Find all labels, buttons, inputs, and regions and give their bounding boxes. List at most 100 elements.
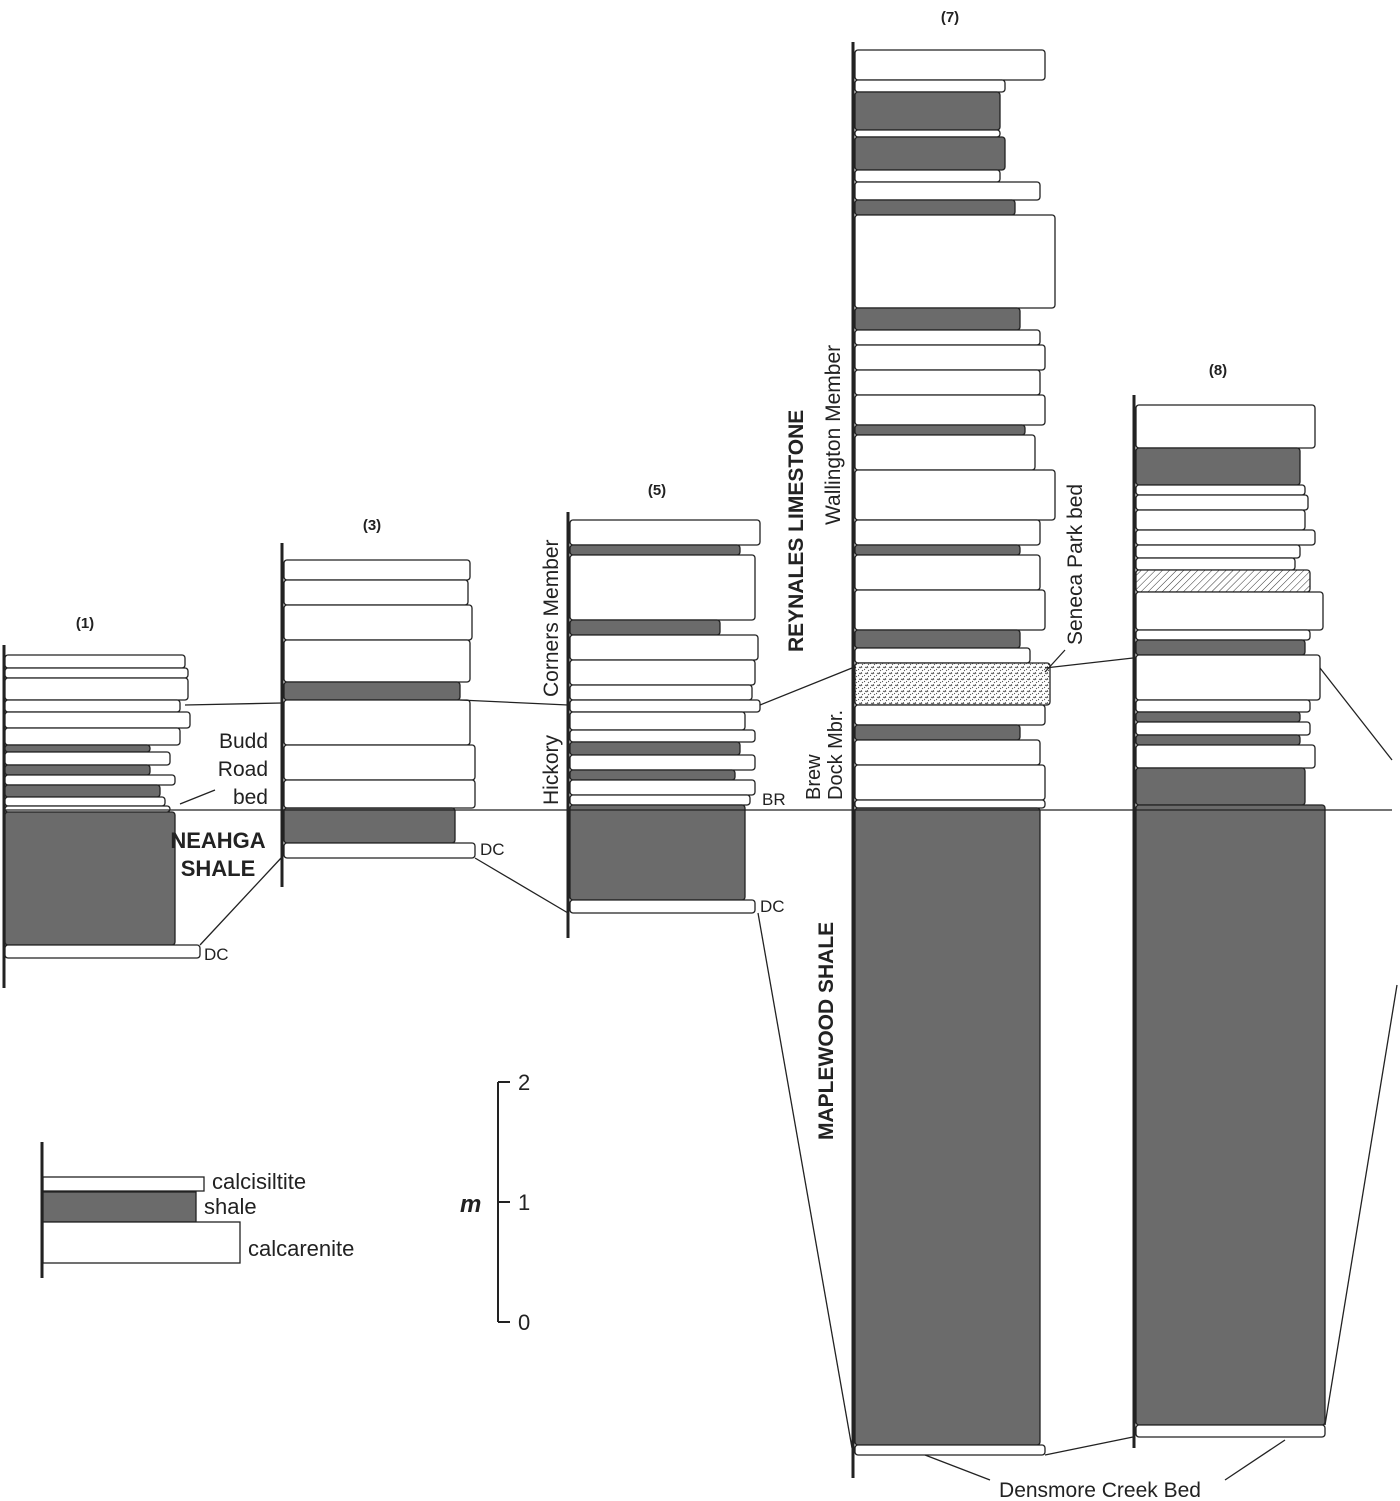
bed-calcarenite [1135, 744, 1316, 769]
legend-calcisiltite-swatch [42, 1176, 205, 1192]
bed-calcarenite [854, 799, 1046, 809]
br-label: BR [762, 790, 786, 809]
bed-shale [569, 619, 721, 636]
bed-calcarenite [4, 654, 186, 669]
arrow-line [179, 789, 216, 805]
arrow-line [1224, 1439, 1286, 1481]
bed-shale [283, 807, 456, 844]
bed-shale [4, 744, 151, 753]
scale-tick-2: 2 [518, 1070, 530, 1095]
bed-seneca-park [854, 662, 1051, 706]
column-1-label: (1) [76, 615, 94, 632]
legend-calcisiltite-label: calcisiltite [212, 1169, 306, 1194]
dc-label: DC [204, 945, 229, 964]
bed-calcarenite [569, 554, 756, 621]
brewer-dock-label: Dock Mbr. [825, 710, 847, 800]
bed-calcarenite [4, 774, 176, 786]
bed-calcarenite [854, 1444, 1046, 1456]
bed-calcarenite [4, 751, 171, 766]
bed-shale [854, 424, 1026, 436]
scale-tick-0: 0 [518, 1310, 530, 1335]
bed-shale [4, 764, 151, 776]
budd-road-label: bed [233, 786, 268, 809]
bed-calcarenite [283, 779, 476, 809]
bed-shale [854, 91, 1001, 131]
arrow-line [924, 1454, 991, 1481]
dc-line [757, 912, 853, 1449]
bed-calcarenite [569, 684, 753, 701]
bed-calcarenite [569, 754, 756, 771]
column-8-label: (8) [1209, 362, 1227, 379]
bed-calcarenite [1135, 591, 1324, 631]
bed-calcarenite [854, 469, 1056, 521]
bed-shale [569, 741, 741, 756]
bed-shale [1135, 734, 1301, 746]
correlation-line [184, 702, 283, 706]
bed-calcarenite [283, 639, 471, 683]
bed-calcarenite [1135, 699, 1311, 713]
bed-calcarenite [854, 169, 1001, 183]
budd-road-label: Budd [219, 730, 268, 753]
bed-calcarenite [854, 589, 1046, 631]
brewer-dock-label: Brew [803, 754, 825, 800]
bed-calcarenite [854, 704, 1046, 726]
bed-calcarenite [569, 899, 756, 914]
bed-shale [283, 681, 461, 701]
bed-calcarenite [283, 699, 471, 746]
bed-shale [1135, 447, 1301, 486]
correlation-lines [4, 649, 1398, 1481]
bed-calcarenite [1135, 404, 1316, 449]
bed-shale [1135, 639, 1306, 656]
bed-calcarenite [854, 394, 1046, 426]
bed-calcarenite [854, 369, 1041, 396]
neahga-shale-label: NEAHGA [170, 828, 265, 853]
bed-calcarenite [569, 711, 746, 731]
bed-shale [569, 544, 741, 556]
bed-calcarenite [1135, 721, 1311, 736]
bed-calcarenite [283, 604, 473, 641]
legend-calcarenite-label: calcarenite [248, 1236, 354, 1261]
bed-calcarenite [854, 739, 1041, 766]
bed-calcarenite [569, 729, 756, 743]
bed-calcarenite [854, 329, 1041, 346]
bed-shale [4, 784, 161, 798]
bed-calcarenite [283, 559, 471, 581]
dc-label: DC [760, 897, 785, 916]
bed-shale [1135, 804, 1326, 1426]
dc-line [1324, 984, 1398, 1426]
bed-calcarenite [854, 129, 1001, 138]
bed-calcarenite [4, 699, 181, 713]
bed-shale [854, 629, 1021, 649]
bed-shale [569, 804, 746, 901]
hickory-corners-label: Corners Member [540, 539, 563, 697]
bed-shale [854, 724, 1021, 741]
legend [40, 1142, 241, 1278]
bed-calcarenite [4, 711, 191, 729]
correlation-line [759, 667, 853, 706]
dc-line [199, 856, 283, 946]
bed-shale [854, 199, 1016, 216]
bed-calcarenite [1135, 654, 1321, 701]
hickory-corners-label: Hickory [540, 734, 563, 805]
bed-calcarenite [569, 659, 756, 686]
bed-calcarenite [283, 579, 469, 606]
bed-calcarenite [854, 181, 1041, 201]
bed-calcarenite [569, 699, 761, 713]
bed-calcarenite [4, 677, 189, 701]
bed-calcarenite [4, 727, 181, 746]
column-7-label: (7) [941, 9, 959, 26]
bed-calcarenite [1135, 1424, 1326, 1438]
dc-line [474, 857, 569, 914]
scale-tick-1: 1 [518, 1190, 530, 1215]
bed-shale [1135, 711, 1301, 723]
wallington-member-label: Wallington Member [822, 345, 845, 525]
bed-calcarenite [4, 805, 171, 813]
bed-calcarenite [4, 667, 189, 679]
scale-bar [497, 1081, 510, 1323]
dc-line [1044, 1436, 1134, 1456]
bed-calcarenite [1135, 557, 1296, 571]
bed-calcarenite [854, 519, 1041, 546]
reynales-limestone-label: REYNALES LIMESTONE [785, 410, 808, 652]
column-3-label: (3) [363, 517, 381, 534]
